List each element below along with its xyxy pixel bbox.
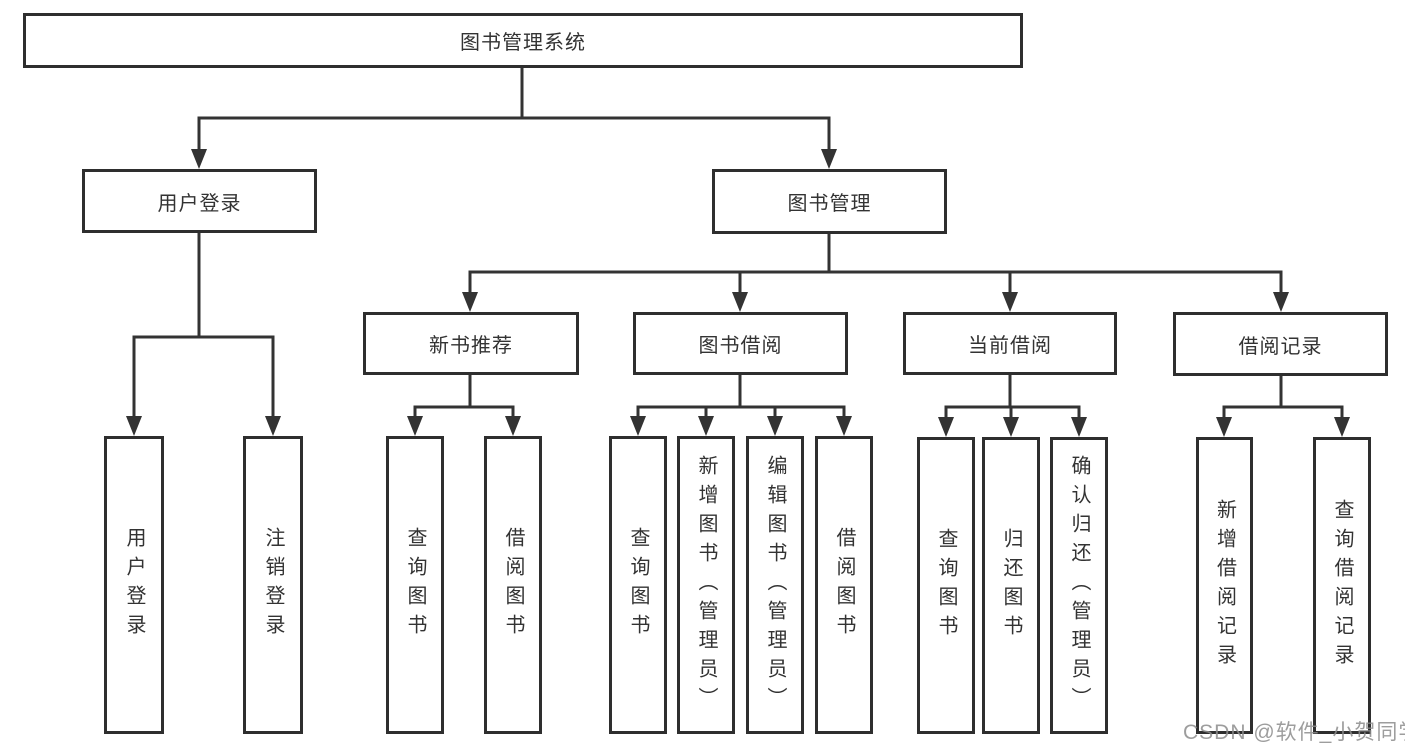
- watermark: CSDN @软件_小贺同学: [1183, 721, 1405, 744]
- node-label: 当前借阅: [968, 335, 1052, 357]
- leaf-edit-books-admin: 编辑图书（管理员）: [746, 436, 804, 734]
- node-current-borrowing: 当前借阅: [903, 312, 1117, 375]
- node-user-login: 用户登录: [82, 169, 317, 233]
- node-label: 查询图书: [627, 527, 649, 643]
- leaf-query-books-borrow: 查询图书: [609, 436, 667, 734]
- node-library-management-system: 图书管理系统: [23, 13, 1023, 68]
- node-label: 查询借阅记录: [1331, 498, 1353, 673]
- node-label: 新增借阅记录: [1213, 498, 1236, 673]
- node-label: 编辑图书（管理员）: [764, 454, 786, 716]
- node-label: 新增图书（管理员）: [695, 454, 717, 716]
- leaf-add-books-admin: 新增图书（管理员）: [677, 436, 735, 734]
- leaf-return-books: 归还图书: [982, 437, 1040, 734]
- leaf-logout-login: 注销登录: [243, 436, 303, 734]
- leaf-borrow-books: 借阅图书: [815, 436, 873, 734]
- node-label: 借阅图书: [833, 527, 855, 643]
- node-label: 用户登录: [123, 527, 145, 643]
- leaf-query-books-current: 查询图书: [917, 437, 975, 734]
- node-label: 查询图书: [935, 527, 957, 644]
- node-book-management: 图书管理: [712, 169, 947, 234]
- leaf-add-borrow-record: 新增借阅记录: [1196, 437, 1253, 734]
- node-new-book-recommendation: 新书推荐: [363, 312, 579, 375]
- node-label: 用户登录: [157, 192, 242, 215]
- node-borrowing-records: 借阅记录: [1173, 312, 1388, 376]
- node-label: 图书借阅: [698, 335, 783, 357]
- node-book-borrowing: 图书借阅: [633, 312, 848, 375]
- leaf-query-books-recommend: 查询图书: [386, 436, 444, 734]
- leaf-query-borrow-record: 查询借阅记录: [1313, 437, 1371, 734]
- node-label: 图书管理系统: [460, 32, 586, 54]
- node-label: 归还图书: [1000, 527, 1022, 644]
- leaf-user-login: 用户登录: [104, 436, 164, 734]
- node-label: 借阅记录: [1238, 335, 1323, 358]
- node-label: 借阅图书: [502, 527, 524, 643]
- leaf-confirm-return-admin: 确认归还（管理员）: [1050, 437, 1108, 734]
- node-label: 确认归还（管理员）: [1068, 455, 1090, 716]
- node-label: 查询图书: [404, 527, 426, 643]
- node-label: 图书管理: [787, 193, 872, 215]
- node-label: 注销登录: [262, 527, 284, 643]
- node-label: 新书推荐: [429, 335, 513, 357]
- leaf-borrow-books-recommend: 借阅图书: [484, 436, 542, 734]
